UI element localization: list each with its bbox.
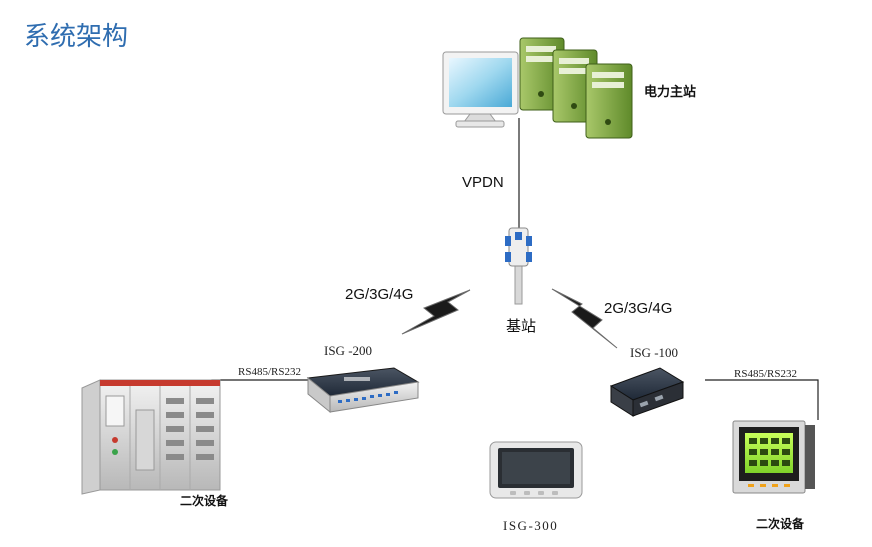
gateway-device-icon: [306, 367, 420, 414]
secondary-device-label-left: 二次设备: [180, 493, 229, 508]
serial-label-right: RS485/RS232: [734, 368, 797, 380]
isg100-label: ISG -100: [630, 345, 678, 360]
gateway-device-icon: [609, 367, 685, 417]
monitor-icon: [442, 51, 519, 128]
power-meter-icon: [732, 420, 815, 494]
secondary-device-label-right: 二次设备: [756, 516, 805, 531]
vpdn-label: VPDN: [462, 174, 504, 191]
isg300-label: ISG-300: [503, 518, 558, 533]
wireless-link-left-icon: [401, 289, 471, 335]
page-title: 系统架构: [24, 22, 128, 52]
wireless-label-left: 2G/3G/4G: [345, 286, 413, 303]
serial-label-left: RS485/RS232: [238, 366, 301, 378]
serial-line-left: [211, 379, 309, 410]
switchgear-cabinet-icon: [81, 379, 221, 495]
server-rack-icon: [519, 37, 633, 139]
cell-tower-icon: [505, 227, 532, 305]
serial-line-right: [705, 379, 819, 420]
wireless-label-right: 2G/3G/4G: [604, 300, 672, 317]
master-station: [442, 37, 633, 139]
wireless-link-right-icon: [551, 288, 618, 349]
isg200-label: ISG -200: [324, 343, 372, 358]
base-station-label: 基站: [506, 318, 536, 335]
master-station-label: 电力主站: [644, 84, 696, 99]
hmi-panel-icon: [489, 441, 583, 499]
